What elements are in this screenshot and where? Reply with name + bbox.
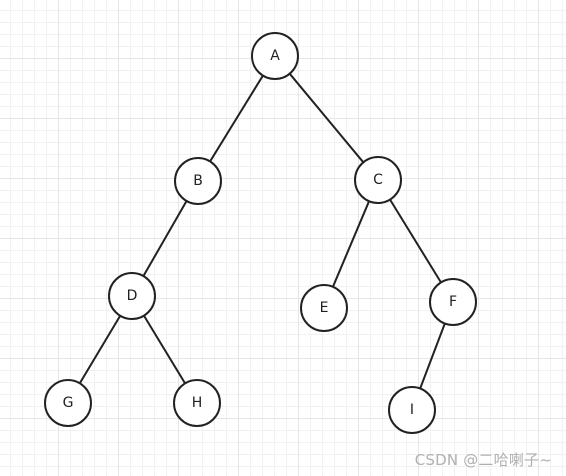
edge-c-f — [389, 199, 442, 283]
tree-node-e: E — [300, 284, 348, 332]
edge-d-g — [78, 315, 122, 384]
edges-layer — [78, 73, 446, 389]
node-circle — [108, 272, 156, 320]
tree-node-i: I — [388, 386, 436, 434]
node-circle — [429, 278, 477, 326]
node-label: E — [320, 300, 329, 316]
tree-node-f: F — [429, 278, 477, 326]
node-circle — [354, 156, 402, 204]
node-circle — [300, 284, 348, 332]
tree-node-c: C — [354, 156, 402, 204]
node-label: A — [270, 48, 280, 64]
edge-d-h — [143, 315, 186, 384]
edge-f-i — [419, 323, 446, 389]
node-label: G — [63, 395, 74, 411]
edge-a-c — [288, 73, 365, 163]
node-circle — [251, 32, 299, 80]
node-label: B — [193, 173, 203, 189]
node-label: F — [449, 294, 457, 310]
edge-b-d — [142, 200, 188, 277]
node-label: C — [373, 172, 383, 188]
tree-node-b: B — [174, 157, 222, 205]
node-label: H — [192, 395, 203, 411]
edge-c-e — [332, 200, 370, 288]
node-circle — [173, 379, 221, 427]
tree-node-h: H — [173, 379, 221, 427]
tree-node-a: A — [251, 32, 299, 80]
tree-node-g: G — [44, 379, 92, 427]
watermark: CSDN @二哈喇子~ — [414, 451, 552, 469]
tree-node-d: D — [108, 272, 156, 320]
node-circle — [388, 386, 436, 434]
node-circle — [44, 379, 92, 427]
node-label: D — [127, 288, 138, 304]
node-circle — [174, 157, 222, 205]
edge-a-b — [209, 75, 264, 162]
node-label: I — [410, 402, 414, 418]
nodes-layer: A B C D E F G H I — [44, 32, 477, 434]
